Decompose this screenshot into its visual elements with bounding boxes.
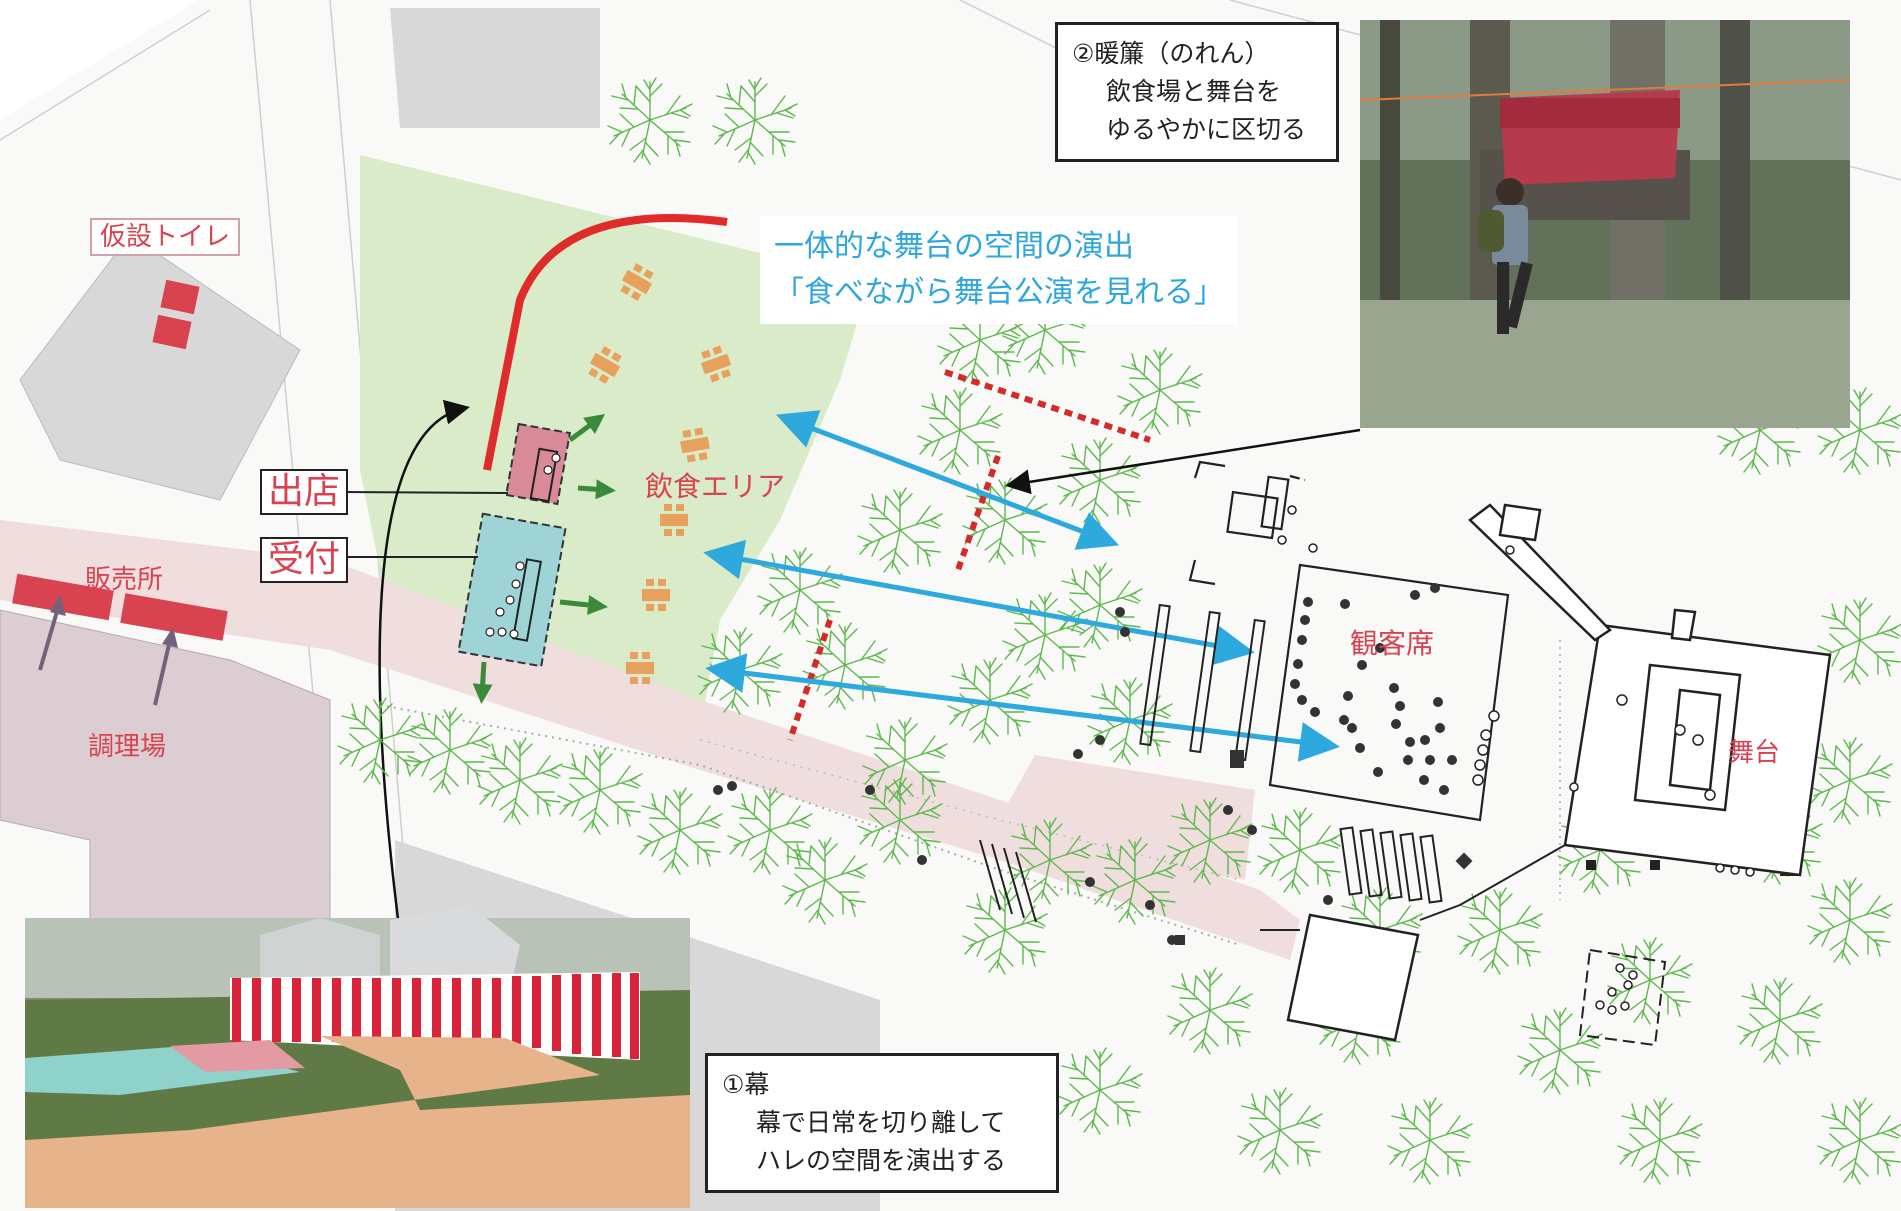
- noren-callout: ②暖簾（のれん） 飲食場と舞台を ゆるやかに区切る: [1055, 22, 1339, 162]
- concept-line-1: 一体的な舞台の空間の演出: [774, 229, 1134, 264]
- purple-arrow-1: [38, 607, 60, 671]
- maku-curtain-line: [483, 214, 728, 471]
- reception-booth: [457, 512, 567, 668]
- noren-arrow: [1005, 428, 1361, 495]
- noren-callout-line-2: ゆるやかに区切る: [1106, 115, 1307, 144]
- curtain-arrow: [378, 399, 470, 936]
- purple-arrow-2: [153, 639, 172, 706]
- audience-label: 観客席: [1350, 627, 1435, 660]
- concept-text: 一体的な舞台の空間の演出 「食べながら舞台公演を見れる」: [760, 216, 1238, 324]
- noren-photo: [1359, 20, 1851, 428]
- reception-label: 受付: [260, 537, 349, 583]
- maku-callout: ①幕 幕で日常を切り離して ハレの空間を演出する: [705, 1053, 1059, 1193]
- front-benches: [1339, 826, 1443, 904]
- sales-stalls: [12, 573, 228, 641]
- toilet-units: [152, 279, 200, 350]
- maku-callout-line-1: 幕で日常を切り離して: [756, 1108, 1006, 1137]
- stage-label: 舞台: [1728, 738, 1781, 768]
- maku-photo: [25, 905, 690, 1208]
- toilet-label: 仮設トイレ: [90, 218, 241, 256]
- maku-callout-line-2: ハレの空間を演出する: [756, 1146, 1007, 1175]
- dining-area-label: 飲食エリア: [645, 470, 786, 503]
- shop-label: 出店: [260, 469, 349, 515]
- side-booth: [1578, 948, 1667, 1047]
- sightline-arrows: [703, 410, 1340, 762]
- concept-line-2: 「食べながら舞台公演を見れる」: [774, 275, 1224, 310]
- audience-area: [1188, 460, 1510, 822]
- person-figure: [1478, 178, 1533, 334]
- small-shed: [1286, 913, 1420, 1042]
- audience-seats: [713, 583, 1473, 945]
- shop-booth: [504, 422, 572, 506]
- stage-building: [1468, 503, 1832, 877]
- kitchen-label: 調理場: [88, 732, 167, 762]
- noren-callout-line-1: 飲食場と舞台を: [1106, 77, 1282, 106]
- maku-callout-title: ①幕: [722, 1070, 770, 1099]
- pink-path: [0, 520, 1300, 960]
- sales-label: 販売所: [85, 565, 164, 595]
- green-flow-arrows: [472, 414, 616, 704]
- noren-callout-title: ②暖簾（のれん）: [1072, 39, 1270, 68]
